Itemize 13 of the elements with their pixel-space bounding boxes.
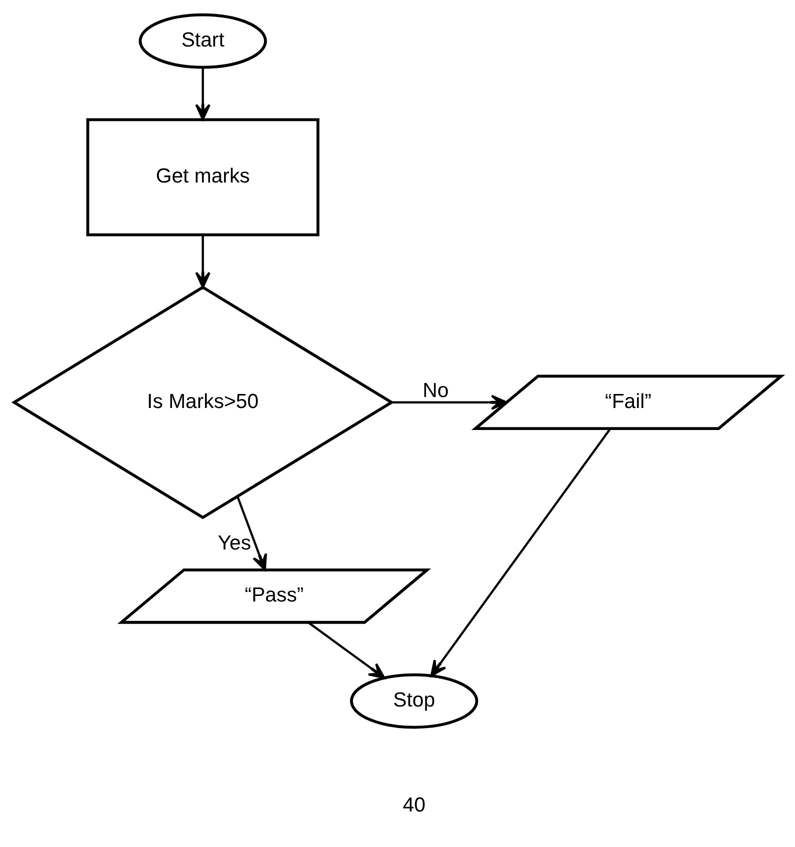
arrow bbox=[195, 68, 210, 120]
arrow bbox=[392, 394, 508, 410]
edge-label: No bbox=[422, 380, 449, 402]
arrow bbox=[195, 235, 210, 288]
arrow bbox=[430, 428, 611, 677]
node-ellipse: Stop bbox=[350, 673, 478, 729]
arrow bbox=[236, 496, 267, 571]
node-diamond: Is Marks>50 bbox=[11, 286, 394, 520]
edge-label: Yes bbox=[218, 532, 252, 554]
label: 40 bbox=[402, 794, 426, 816]
arrow bbox=[308, 622, 386, 679]
node-box: Get marks bbox=[86, 118, 320, 236]
node-ellipse: Start bbox=[138, 13, 267, 69]
